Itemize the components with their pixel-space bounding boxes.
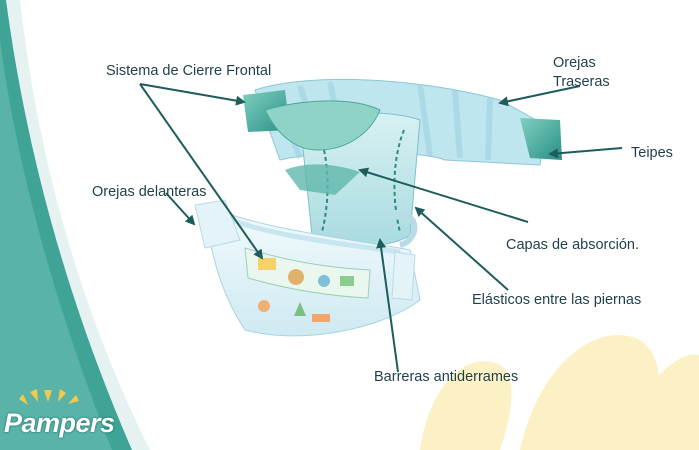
label-back-ears: Orejas Traseras <box>553 54 633 92</box>
yellow-decor <box>420 334 699 450</box>
pointer-arrows <box>139 83 623 373</box>
label-front-closure: Sistema de Cierre Frontal <box>106 63 272 79</box>
label-leg-elastics: Elásticos entre las piernas <box>472 292 642 308</box>
arrow-leg-elastics-a <box>414 206 509 291</box>
label-back-ears-line2: Traseras <box>553 74 610 90</box>
arrow-leg-elastics-b <box>376 238 399 373</box>
arrow-tapes <box>548 147 623 159</box>
label-back-ears-line1: Orejas <box>553 55 596 71</box>
brand-logo: Pampers <box>4 408 115 438</box>
arrow-absorption <box>358 167 529 223</box>
label-leak-barriers: Barreras antiderrames <box>374 369 519 385</box>
brand-logo-rays <box>19 389 79 405</box>
label-tapes: Teipes <box>631 145 673 161</box>
arrow-front-ears <box>165 192 196 226</box>
left-decor-band <box>0 0 150 450</box>
arrow-back-ears <box>498 85 581 107</box>
label-absorption-layers: Capas de absorción. <box>506 237 639 253</box>
arrow-front-closure-b <box>139 83 264 260</box>
arrow-front-closure-a <box>139 83 246 106</box>
label-front-ears: Orejas delanteras <box>92 184 207 200</box>
